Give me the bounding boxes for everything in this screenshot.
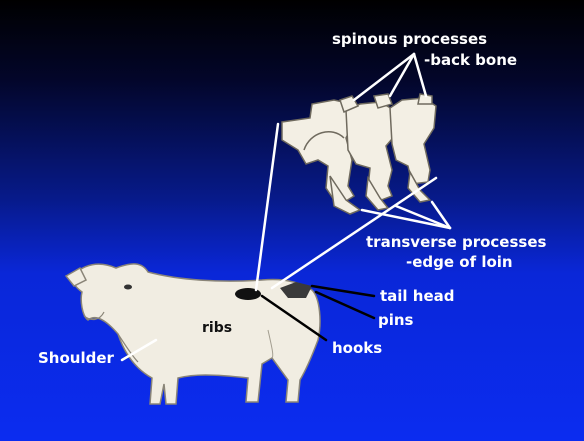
label-ribs: ribs <box>202 320 232 337</box>
spinous-pointer-1 <box>354 54 414 100</box>
spinous-pointer-2 <box>390 54 414 96</box>
pins-pointer <box>316 292 374 318</box>
label-edge-of-loin: -edge of loin <box>406 254 513 271</box>
zoom-line-left <box>256 124 278 290</box>
label-tail-head: tail head <box>380 288 455 305</box>
label-transverse-processes: transverse processes <box>366 234 546 251</box>
label-spinous-processes: spinous processes <box>332 31 487 48</box>
label-hooks: hooks <box>332 340 382 357</box>
label-pins: pins <box>378 312 414 329</box>
vertebra-1 <box>282 100 354 206</box>
label-back-bone: -back bone <box>424 52 517 69</box>
cow-body <box>72 264 320 404</box>
vertebra-3 <box>390 98 436 184</box>
label-shoulder: Shoulder <box>38 350 114 367</box>
cow-illustration <box>66 264 320 404</box>
cow-eye <box>124 285 132 290</box>
vertebrae-illustration <box>282 94 436 214</box>
